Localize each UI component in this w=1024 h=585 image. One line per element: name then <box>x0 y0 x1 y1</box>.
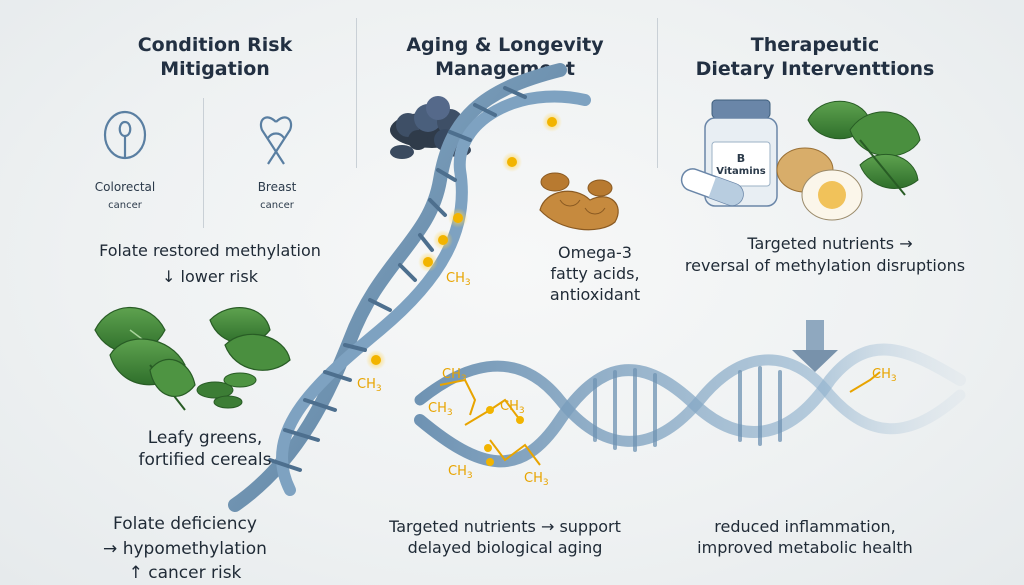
leafy-greens-illustration <box>94 307 291 411</box>
methyl-label: CH3 <box>500 399 525 416</box>
capsule-illustration <box>680 168 744 206</box>
colon-icon <box>103 110 147 160</box>
right-targeted-line-2: reversal of methylation disruptions <box>684 256 966 275</box>
lower-risk-text: ↓ lower risk <box>162 267 258 286</box>
right-column-title: Therapeutic Dietary Interventtions <box>695 34 935 80</box>
egg-illustration <box>801 169 863 221</box>
right-targeted-line-1: Targeted nutrients → <box>747 234 913 253</box>
breast-label: Breast <box>257 180 297 194</box>
middle-bottom-line-1: Targeted nutrients → support <box>389 517 621 536</box>
breast-sub-label: cancer <box>260 200 294 211</box>
methyl-label: CH3 <box>446 271 471 288</box>
bottle-label-vitamins: Vitamins <box>716 166 766 177</box>
leafy-greens-caption: Leafy greens, fortified cereals <box>138 428 272 470</box>
colorectal-sub-label: cancer <box>108 200 142 211</box>
omega3-caption: Omega-3 fatty acids, antioxidant <box>549 243 641 304</box>
dna-helix-horizontal <box>414 343 966 468</box>
folate-deficiency-line-1: Folate deficiency <box>113 514 257 534</box>
divider-icons <box>203 98 204 228</box>
folate-deficiency-line-3: ↑ cancer risk <box>128 563 242 583</box>
bottle-label-b: B <box>736 152 746 165</box>
methyl-label: CH3 <box>524 471 549 488</box>
methyl-label: CH3 <box>357 377 382 394</box>
spinach-illustration <box>807 100 921 196</box>
methyl-label: CH3 <box>872 367 897 384</box>
methyl-label: CH3 <box>428 401 453 418</box>
folate-deficiency-line-2: → hypomethylation <box>103 539 267 559</box>
down-arrow-icon <box>792 320 838 372</box>
left-column-title: Condition Risk Mitigation <box>137 34 293 80</box>
dna-helix-vertical <box>228 63 591 512</box>
methyl-label: CH3 <box>442 367 467 384</box>
divider-right <box>657 18 658 168</box>
right-bottom-line-2: improved metabolic health <box>697 538 913 557</box>
methyl-markers <box>366 112 881 466</box>
ribbon-icon <box>259 116 293 165</box>
methyl-label: CH3 <box>448 464 473 481</box>
colorectal-label: Colorectal <box>94 180 156 194</box>
right-bottom-line-1: reduced inflammation, <box>714 517 896 536</box>
divider-left <box>356 18 357 168</box>
middle-bottom-line-2: delayed biological aging <box>407 538 603 557</box>
walnuts-illustration <box>539 172 619 231</box>
folate-restored-text: Folate restored methylation <box>99 241 321 260</box>
